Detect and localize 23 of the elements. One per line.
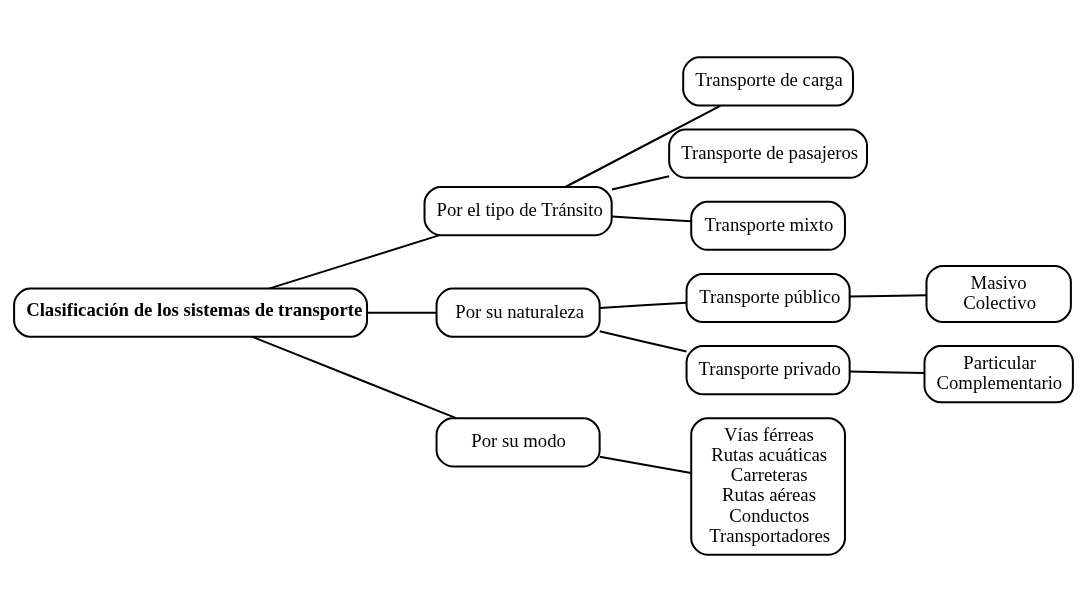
- node-box: Clasificación de los sistemas de transporte: [13, 287, 369, 338]
- connector: [849, 370, 925, 374]
- node-box: Transporte de pasajeros: [668, 128, 869, 179]
- node-box: Por su modo: [435, 416, 601, 467]
- node-box: Transporte de carga: [682, 55, 854, 106]
- connector: [367, 311, 437, 314]
- node-box: Transporte mixto: [690, 200, 846, 251]
- connector: [599, 455, 692, 474]
- node-box: Masivo Colectivo: [925, 264, 1072, 323]
- connector: [849, 293, 927, 298]
- connector: [564, 104, 722, 188]
- connector: [611, 174, 670, 191]
- node-box: Por su naturaleza: [435, 287, 601, 338]
- connector: [599, 301, 687, 309]
- node-box: Vías férreas Rutas acuáticas Carreteras Rutas aéreas Conductos Transportadores: [690, 416, 846, 556]
- connector: [268, 233, 441, 290]
- connector: [251, 335, 457, 419]
- node-box: Transporte privado: [685, 344, 851, 395]
- node-box: Transporte público: [685, 272, 851, 323]
- node-box: Particular Complementario: [923, 344, 1074, 403]
- connector: [611, 215, 692, 222]
- connector: [599, 329, 687, 352]
- node-box: Por el tipo de Tránsito: [423, 185, 613, 236]
